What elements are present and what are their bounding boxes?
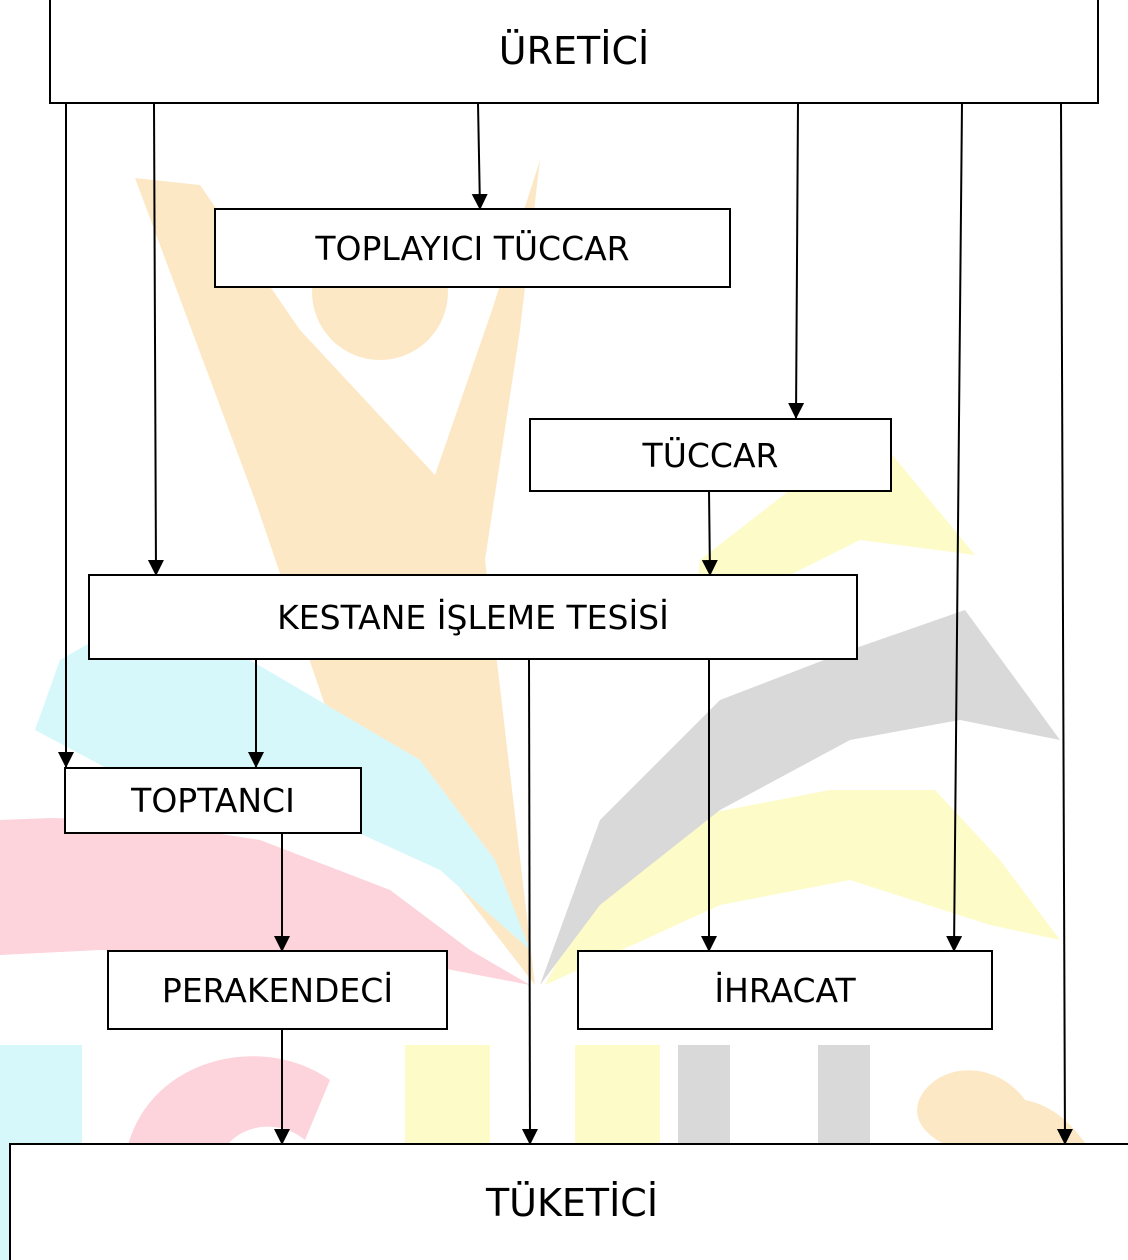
edge-producer-to-processing-facility xyxy=(147,102,164,576)
edge-producer-to-merchant xyxy=(788,102,805,419)
node-collector-merchant: TOPLAYICI TÜCCAR xyxy=(214,208,731,288)
watermark-gray-ribbon xyxy=(540,610,1060,985)
node-collector-merchant-label: TOPLAYICI TÜCCAR xyxy=(315,228,630,268)
node-consumer: TÜKETİCİ xyxy=(9,1143,1128,1260)
edge-producer-to-export xyxy=(946,102,963,952)
node-wholesaler-label: TOPTANCI xyxy=(131,781,295,820)
node-consumer-label: TÜKETİCİ xyxy=(485,1181,659,1225)
node-export-label: İHRACAT xyxy=(714,970,856,1010)
node-processing-facility: KESTANE İŞLEME TESİSİ xyxy=(88,574,858,660)
node-merchant: TÜCCAR xyxy=(529,418,892,492)
node-producer: ÜRETİCİ xyxy=(49,0,1099,104)
edge-producer-to-consumer xyxy=(1056,102,1073,1145)
node-retailer: PERAKENDECİ xyxy=(107,950,448,1030)
node-merchant-label: TÜCCAR xyxy=(642,435,779,475)
edge-merchant-to-processing-facility xyxy=(701,490,718,576)
watermark-orange-ribbon xyxy=(135,160,540,985)
watermark-pink-ribbon xyxy=(0,818,530,985)
edge-processing-facility-to-consumer xyxy=(521,657,538,1145)
node-processing-facility-label: KESTANE İŞLEME TESİSİ xyxy=(277,597,669,637)
edge-producer-to-collector-merchant xyxy=(471,102,488,210)
node-export: İHRACAT xyxy=(577,950,993,1030)
node-producer-label: ÜRETİCİ xyxy=(498,29,650,73)
node-wholesaler: TOPTANCI xyxy=(64,767,362,834)
watermark-yellow-ribbon-upper xyxy=(690,440,975,640)
node-retailer-label: PERAKENDECİ xyxy=(161,970,394,1010)
